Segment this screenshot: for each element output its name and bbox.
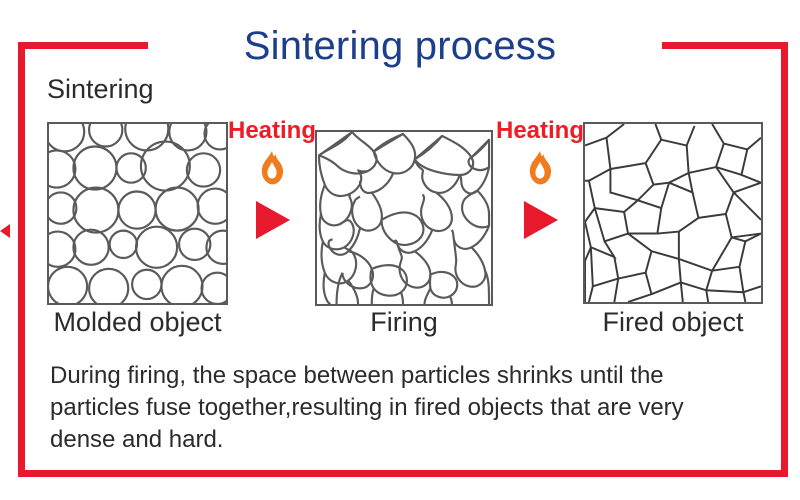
play-arrow-icon: [222, 199, 322, 245]
transition-heating-1: Heating: [222, 118, 322, 245]
frame-left-segment: [18, 42, 25, 477]
heating-label-2: Heating: [495, 117, 584, 144]
transition-heating-2: Heating: [490, 118, 590, 245]
frame-top-right-segment: [662, 42, 788, 49]
flame-icon: [490, 149, 590, 187]
stage-image-firing: [315, 130, 493, 306]
page-title: Sintering process: [243, 24, 557, 68]
description-text: During firing, the space between particl…: [50, 362, 684, 453]
frame-bottom-segment: [18, 470, 788, 477]
left-pointer-arrow-icon: [0, 224, 10, 238]
frame-right-segment: [781, 42, 788, 477]
flame-icon: [222, 149, 322, 187]
stage-caption-molded-object: Molded object: [53, 307, 222, 337]
play-arrow-icon: [490, 199, 590, 245]
frame-top-left-segment: [18, 42, 148, 49]
stage-caption-fired-object: Fired object: [602, 307, 744, 337]
stage-image-molded-object: [47, 122, 228, 305]
heating-label-1: Heating: [227, 117, 316, 144]
stage-image-fired-object: [583, 122, 763, 304]
stage-caption-firing: Firing: [370, 307, 438, 337]
section-label: Sintering: [47, 74, 154, 104]
